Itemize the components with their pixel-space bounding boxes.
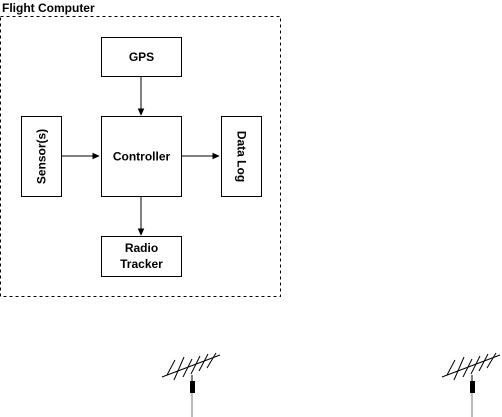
node-data-log[interactable]: Data Log bbox=[221, 116, 262, 197]
yagi-antenna-icon bbox=[441, 352, 501, 417]
node-controller-label: Controller bbox=[113, 150, 171, 164]
node-controller[interactable]: Controller bbox=[101, 116, 182, 197]
yagi-antenna-icon bbox=[161, 352, 221, 417]
node-gps-label: GPS bbox=[129, 50, 154, 64]
node-sensors[interactable]: Sensor(s) bbox=[21, 116, 62, 197]
node-data-log-label: Data Log bbox=[235, 131, 249, 182]
node-sensors-label: Sensor(s) bbox=[35, 129, 49, 184]
flight-computer-container[interactable] bbox=[0, 16, 281, 297]
node-gps[interactable]: GPS bbox=[101, 37, 182, 77]
node-radio-tracker[interactable]: Radio Tracker bbox=[101, 236, 182, 277]
node-radio-tracker-label-line2: Tracker bbox=[120, 257, 163, 271]
node-radio-tracker-label-line1: Radio bbox=[125, 241, 158, 255]
container-title: Flight Computer bbox=[2, 1, 95, 15]
